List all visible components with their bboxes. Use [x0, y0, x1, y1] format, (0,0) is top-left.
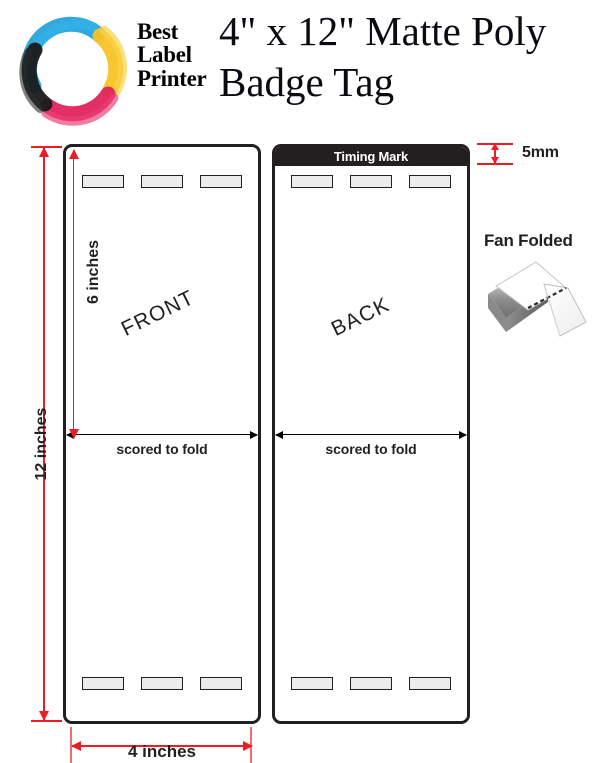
front-top-perforation-row: [66, 175, 258, 188]
back-top-perforation-row: [275, 175, 467, 188]
vertical-double-arrow-icon: [491, 143, 498, 164]
perforation-tick: [291, 677, 334, 690]
brand-line-printer: Printer: [137, 65, 207, 91]
timing-mark-height-label: 5mm: [522, 144, 559, 161]
perforation-tick: [408, 677, 451, 690]
panel-gutter: [261, 144, 272, 724]
timing-mark-height-callout: 5mm: [477, 143, 607, 177]
total-height-dimension-label: 12 inches: [33, 407, 50, 481]
perforation-tick: [291, 175, 334, 188]
perforation-tick: [140, 175, 183, 188]
fan-folded-stack-icon: [486, 258, 596, 340]
perforation-tick: [199, 175, 242, 188]
double-arrow-icon: [275, 430, 467, 439]
brand-line-label: Label: [137, 42, 192, 68]
back-score-fold-dimension: scored to fold: [272, 428, 470, 462]
brand-wordmark: Best Label Printer: [137, 19, 221, 91]
front-bottom-perforation-row: [66, 677, 258, 690]
width-dimension-cap-left: [70, 727, 72, 763]
width-dimension-arrow: [71, 741, 253, 750]
page-title: 4" x 12" Matte Poly Badge Tag: [219, 6, 608, 108]
perforation-tick: [349, 677, 392, 690]
back-face-label: BACK: [327, 293, 394, 341]
half-height-dimension-line: [67, 149, 81, 439]
front-face-label: FRONT: [117, 285, 199, 341]
front-score-fold-dimension: scored to fold: [63, 428, 261, 462]
fan-folded-title: Fan Folded: [484, 231, 573, 250]
page-header: Best Label Printer 4" x 12" Matte Poly B…: [0, 0, 608, 136]
brand-line-best: Best: [137, 19, 178, 44]
width-dimension-label: 4 inches: [127, 742, 197, 761]
perforation-tick: [82, 677, 125, 690]
front-score-fold-label: scored to fold: [116, 441, 208, 457]
page-title-line-1: 4" x 12" Matte Poly: [219, 8, 547, 54]
perforation-tick: [408, 175, 451, 188]
half-height-dimension-label: 6 inches: [85, 239, 102, 305]
height-dimension-cap-top: [31, 146, 62, 148]
page-title-line-2: Badge Tag: [219, 59, 395, 105]
perforation-tick: [82, 175, 125, 188]
cmyk-swirl-logo-icon: [14, 8, 136, 130]
perforation-tick: [199, 677, 242, 690]
perforation-tick: [140, 677, 183, 690]
total-height-dimension-line: [39, 147, 48, 721]
timing-mark-bar: Timing Mark: [275, 147, 467, 166]
back-bottom-perforation-row: [275, 677, 467, 690]
back-score-fold-label: scored to fold: [325, 441, 417, 457]
perforation-tick: [349, 175, 392, 188]
double-arrow-icon: [66, 430, 258, 439]
